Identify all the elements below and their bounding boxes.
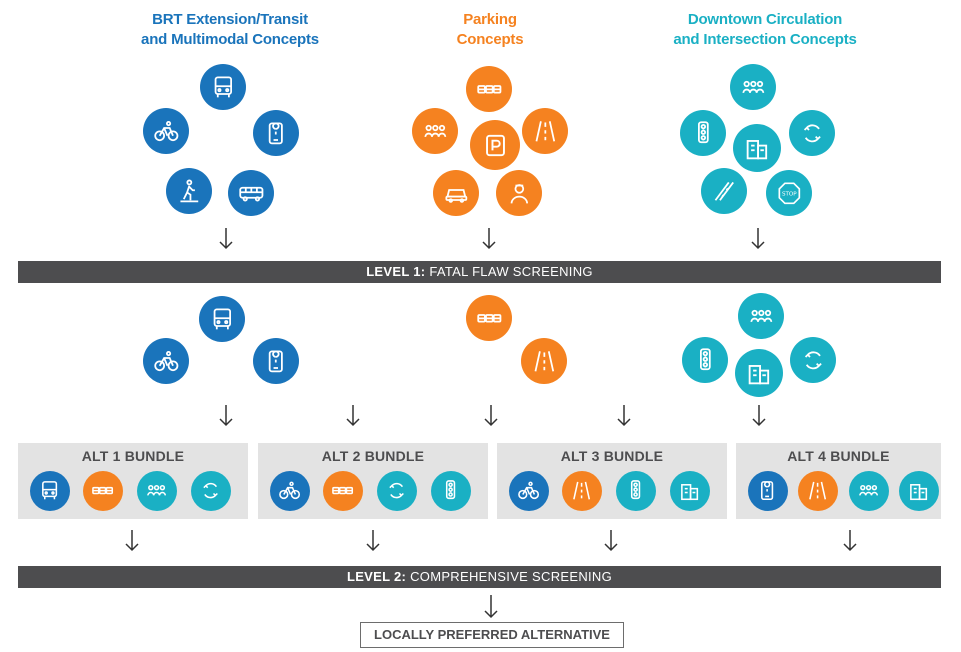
bundle-title: ALT 3 BUNDLE (560, 448, 664, 464)
roundabout-icon (191, 471, 231, 511)
buildings-icon (735, 349, 783, 397)
down-arrow-icon (125, 530, 139, 552)
alt-1-bundle: ALT 1 BUNDLE (18, 443, 248, 519)
roundabout-icon (790, 337, 836, 383)
transit-title-line2: and Multimodal Concepts (141, 31, 319, 48)
bicycle-icon (143, 108, 189, 154)
parking-p-icon (470, 120, 520, 170)
down-arrow-icon (617, 405, 631, 427)
downtown-title-line2: and Intersection Concepts (673, 31, 857, 48)
crowd-icon (412, 108, 458, 154)
roundabout-icon (789, 110, 835, 156)
traffic-signal-icon (431, 471, 471, 511)
parking-concepts-title: Parking Concepts (395, 10, 585, 50)
crowd-icon (137, 471, 177, 511)
down-arrow-icon (482, 228, 496, 250)
level-2-bar: LEVEL 2: COMPREHENSIVE SCREENING (18, 566, 941, 588)
mobile-app-icon (748, 471, 788, 511)
crowd-icon (849, 471, 889, 511)
buildings-icon (670, 471, 710, 511)
parking-cars-icon (323, 471, 363, 511)
lanes-icon (701, 168, 747, 214)
bus-front-icon (30, 471, 70, 511)
bus-side-icon (228, 170, 274, 216)
down-arrow-icon (346, 405, 360, 427)
parking-cars-icon (466, 66, 512, 112)
road-icon (521, 338, 567, 384)
alt-3-bundle: ALT 3 BUNDLE (497, 443, 727, 519)
crowd-icon (738, 293, 784, 339)
pedestrian-icon (166, 168, 212, 214)
stop-sign-icon: STOP (766, 170, 812, 216)
road-icon (562, 471, 602, 511)
buildings-icon (899, 471, 939, 511)
down-arrow-icon (219, 405, 233, 427)
buildings-icon (733, 124, 781, 172)
transit-title-line1: BRT Extension/Transit (152, 11, 308, 28)
bundle-title: ALT 4 BUNDLE (787, 448, 890, 464)
level-1-prefix: LEVEL 1: (366, 264, 426, 279)
traffic-signal-icon (680, 110, 726, 156)
locally-preferred-alternative-box: LOCALLY PREFERRED ALTERNATIVE (360, 622, 624, 648)
traffic-signal-icon (616, 471, 656, 511)
down-arrow-icon (219, 228, 233, 250)
car-icon (433, 170, 479, 216)
parking-title-line1: Parking (463, 11, 517, 28)
road-icon (522, 108, 568, 154)
attendant-icon (496, 170, 542, 216)
level-1-bar: LEVEL 1: FATAL FLAW SCREENING (18, 261, 941, 283)
alt-4-bundle: ALT 4 BUNDLE (736, 443, 941, 519)
svg-text:STOP: STOP (782, 191, 797, 197)
bicycle-icon (143, 338, 189, 384)
level-1-label: FATAL FLAW SCREENING (425, 264, 593, 279)
transit-concepts-title: BRT Extension/Transit and Multimodal Con… (95, 10, 365, 50)
down-arrow-icon (484, 595, 498, 619)
downtown-title-line1: Downtown Circulation (687, 11, 843, 28)
bus-front-icon (200, 64, 246, 110)
level-2-prefix: LEVEL 2: (346, 569, 407, 584)
down-arrow-icon (604, 530, 618, 552)
down-arrow-icon (843, 530, 857, 552)
roundabout-icon (377, 471, 417, 511)
parking-title-line2: Concepts (456, 31, 524, 48)
level-2-label: COMPREHENSIVE SCREENING (406, 569, 613, 584)
bundle-title: ALT 1 BUNDLE (81, 448, 185, 464)
mobile-app-icon (253, 110, 299, 156)
mobile-app-icon (253, 338, 299, 384)
road-icon (798, 471, 838, 511)
crowd-icon (730, 64, 776, 110)
alt-2-bundle: ALT 2 BUNDLE (258, 443, 488, 519)
parking-cars-icon (466, 295, 512, 341)
down-arrow-icon (366, 530, 380, 552)
bundle-title: ALT 2 BUNDLE (321, 448, 425, 464)
bicycle-icon (509, 471, 549, 511)
traffic-signal-icon (682, 337, 728, 383)
parking-cars-icon (83, 471, 123, 511)
down-arrow-icon (752, 405, 766, 427)
down-arrow-icon (484, 405, 498, 427)
bus-front-icon (199, 296, 245, 342)
bicycle-icon (270, 471, 310, 511)
downtown-concepts-title: Downtown Circulation and Intersection Co… (630, 10, 900, 50)
down-arrow-icon (751, 228, 765, 250)
